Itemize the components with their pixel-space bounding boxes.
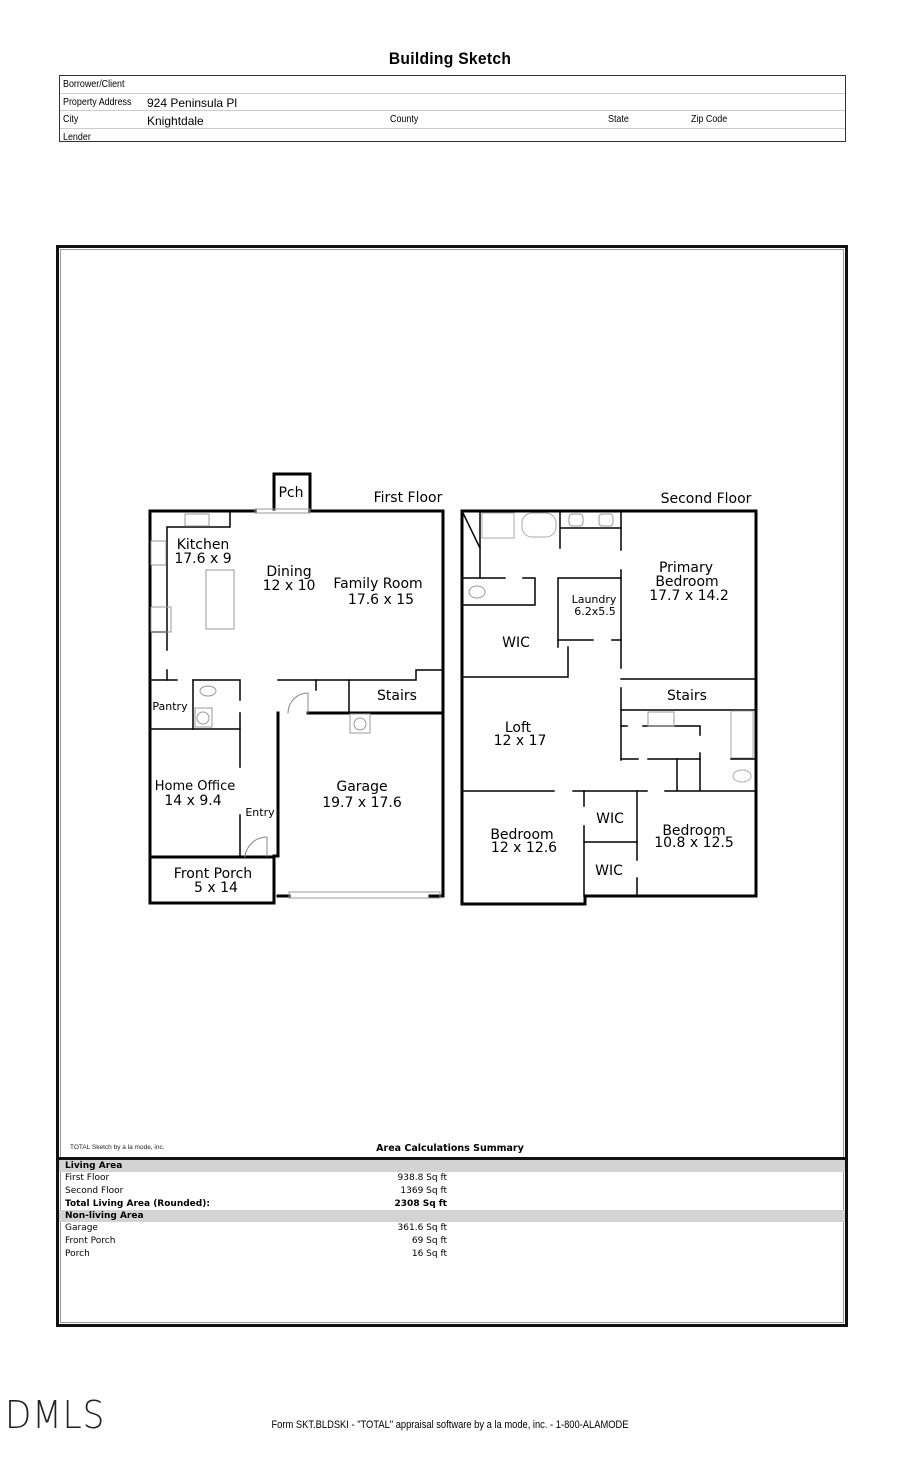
borrower-row: Borrower/Client bbox=[60, 76, 845, 94]
room-label-garage: Garage bbox=[336, 779, 387, 795]
first-floor-label: First Floor bbox=[374, 490, 443, 506]
room-label-primary-bedroom: Primary bbox=[659, 560, 713, 576]
dmls-watermark-logo: DMLS bbox=[5, 1393, 106, 1437]
city-value: Knightdale bbox=[147, 114, 204, 128]
page-title: Building Sketch bbox=[388, 49, 512, 68]
address-value: 924 Peninsula Pl bbox=[147, 95, 238, 110]
room-label-loft: Loft bbox=[505, 720, 532, 736]
address-label: Property Address bbox=[63, 95, 132, 108]
total-living-row: Total Living Area (Rounded): 2308 Sq ft bbox=[65, 1198, 447, 1209]
summary-row: Garage 361.6 Sq ft bbox=[65, 1223, 447, 1234]
nonliving-area-header: Non-living Area bbox=[59, 1210, 845, 1223]
svg-text:12 x 10: 12 x 10 bbox=[263, 578, 316, 594]
svg-text:12 x 12.6: 12 x 12.6 bbox=[491, 840, 557, 856]
summary-row: Front Porch 69 Sq ft bbox=[65, 1236, 447, 1247]
lender-row: Lender bbox=[60, 129, 845, 146]
svg-text:5 x 14: 5 x 14 bbox=[194, 880, 238, 896]
svg-text:17.7 x 14.2: 17.7 x 14.2 bbox=[649, 588, 729, 604]
sketch-credit: TOTAL Sketch by a la mode, inc. bbox=[70, 1144, 165, 1151]
room-label-front-porch: Front Porch bbox=[174, 866, 252, 882]
borrower-label: Borrower/Client bbox=[63, 78, 125, 90]
living-area-header: Living Area bbox=[59, 1160, 845, 1172]
svg-text:10.8 x 12.5: 10.8 x 12.5 bbox=[654, 835, 734, 851]
svg-text:Bedroom: Bedroom bbox=[655, 574, 718, 590]
room-label-kitchen: Kitchen bbox=[177, 537, 230, 553]
room-label-stairs-1: Stairs bbox=[377, 688, 417, 704]
summary-row: Second Floor 1369 Sq ft bbox=[65, 1185, 447, 1196]
room-label-wic-2: WIC bbox=[596, 811, 624, 827]
state-label: State bbox=[608, 113, 629, 125]
address-row: Property Address 924 Peninsula Pl bbox=[60, 94, 845, 111]
second-floor-label: Second Floor bbox=[661, 491, 752, 507]
svg-text:17.6 x 15: 17.6 x 15 bbox=[348, 592, 414, 608]
area-summary-title: Area Calculations Summary bbox=[376, 1143, 524, 1154]
room-label-laundry: Laundry bbox=[572, 593, 617, 606]
room-label-dining: Dining bbox=[266, 564, 311, 580]
svg-text:19.7 x 17.6: 19.7 x 17.6 bbox=[322, 795, 402, 811]
summary-row: Porch 16 Sq ft bbox=[65, 1248, 447, 1259]
room-label-stairs-2: Stairs bbox=[667, 688, 707, 704]
room-label-entry: Entry bbox=[245, 806, 275, 819]
property-info-table: Borrower/Client Property Address 924 Pen… bbox=[59, 75, 846, 143]
svg-text:6.2x5.5: 6.2x5.5 bbox=[574, 605, 616, 618]
room-label-bedroom-2: Bedroom bbox=[490, 827, 553, 843]
room-label-wic-3: WIC bbox=[595, 863, 623, 879]
summary-row: First Floor 938.8 Sq ft bbox=[65, 1173, 447, 1183]
room-label-pch: Pch bbox=[278, 485, 303, 501]
form-footer: Form SKT.BLDSKI - "TOTAL" appraisal soft… bbox=[271, 1419, 629, 1431]
area-summary-table: Living Area First Floor 938.8 Sq ft Seco… bbox=[59, 1157, 845, 1261]
room-label-bedroom-3: Bedroom bbox=[662, 823, 725, 839]
room-label-pantry: Pantry bbox=[152, 700, 188, 713]
city-row: City Knightdale County State Zip Code bbox=[60, 111, 845, 129]
room-label-family-room: Family Room bbox=[333, 576, 422, 592]
svg-text:14 x 9.4: 14 x 9.4 bbox=[164, 793, 221, 809]
svg-text:17.6 x 9: 17.6 x 9 bbox=[174, 551, 231, 567]
zip-label: Zip Code bbox=[691, 113, 728, 125]
lender-label: Lender bbox=[63, 130, 91, 143]
city-label: City bbox=[63, 113, 79, 125]
room-label-home-office: Home Office bbox=[155, 779, 235, 794]
room-label-wic-1: WIC bbox=[502, 635, 530, 651]
svg-text:12 x 17: 12 x 17 bbox=[494, 733, 547, 749]
sketch-frame bbox=[56, 245, 848, 1327]
county-label: County bbox=[390, 113, 419, 125]
